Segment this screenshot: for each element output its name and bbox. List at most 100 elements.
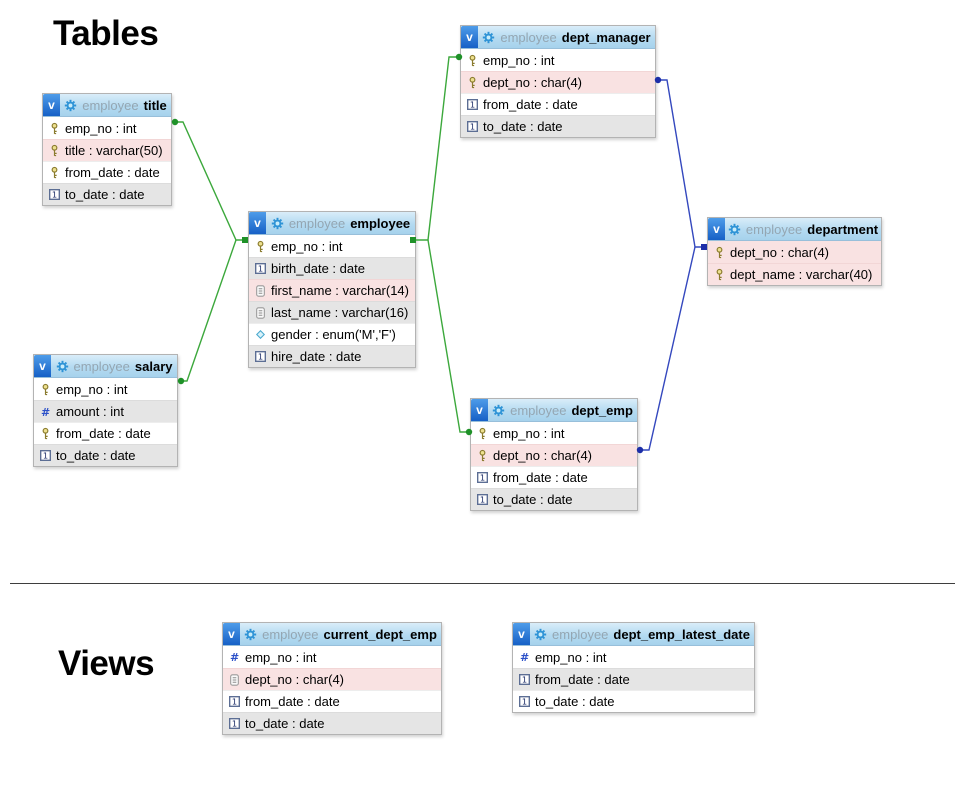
field-label: birth_date : date xyxy=(271,261,365,276)
table-card-dept-emp[interactable]: v employee dept_emp emp_no : int dept_no… xyxy=(470,398,638,511)
table-header[interactable]: v employee dept_emp xyxy=(471,399,637,422)
field-row[interactable]: to_date : date xyxy=(34,444,177,466)
field-row[interactable]: from_date : date xyxy=(471,466,637,488)
table-card-department[interactable]: v employee department dept_no : char(4) … xyxy=(707,217,882,286)
text-icon xyxy=(253,285,267,297)
field-row[interactable]: emp_no : int xyxy=(471,422,637,444)
field-row[interactable]: dept_name : varchar(40) xyxy=(708,263,881,285)
gear-icon xyxy=(271,217,284,230)
field-row[interactable]: from_date : date xyxy=(461,93,655,115)
schema-name: employee xyxy=(73,358,130,374)
field-row[interactable]: to_date : date xyxy=(43,183,171,205)
table-header[interactable]: v employee salary xyxy=(34,355,177,378)
primary-key-icon xyxy=(712,268,726,281)
field-row[interactable]: emp_no : int xyxy=(513,646,754,668)
table-header[interactable]: v employee dept_manager xyxy=(461,26,655,49)
relation-deptmanager-department xyxy=(656,79,706,248)
view-badge-icon: v xyxy=(223,623,240,645)
table-title-group: employee title xyxy=(60,94,171,116)
primary-key-icon xyxy=(47,166,61,179)
field-row[interactable]: from_date : date xyxy=(223,690,441,712)
field-row[interactable]: gender : enum('M','F') xyxy=(249,323,415,345)
field-row[interactable]: from_date : date xyxy=(34,422,177,444)
primary-key-icon xyxy=(38,383,52,396)
primary-key-icon xyxy=(465,54,479,67)
relation-deptemp-department xyxy=(638,246,696,451)
numeric-icon xyxy=(227,651,241,663)
field-row[interactable]: emp_no : int xyxy=(249,235,415,257)
table-header[interactable]: v employee current_dept_emp xyxy=(223,623,441,646)
view-badge-icon: v xyxy=(471,399,488,421)
field-label: to_date : date xyxy=(483,119,563,134)
field-row[interactable]: hire_date : date xyxy=(249,345,415,367)
view-card-current-dept-emp[interactable]: v employee current_dept_emp emp_no : int… xyxy=(222,622,442,735)
views-section-title: Views xyxy=(58,644,155,683)
view-card-dept-emp-latest-date[interactable]: v employee dept_emp_latest_date emp_no :… xyxy=(512,622,755,713)
schema-name: employee xyxy=(500,29,557,45)
field-row[interactable]: last_name : varchar(16) xyxy=(249,301,415,323)
field-label: from_date : date xyxy=(493,470,588,485)
numeric-icon xyxy=(517,651,531,663)
relation-endpoint-dot xyxy=(177,377,185,385)
field-label: to_date : date xyxy=(56,448,136,463)
field-row[interactable]: to_date : date xyxy=(223,712,441,734)
field-row[interactable]: to_date : date xyxy=(471,488,637,510)
relation-endpoint-dot xyxy=(171,118,179,126)
enum-icon xyxy=(253,330,267,339)
field-row[interactable]: from_date : date xyxy=(513,668,754,690)
field-row[interactable]: dept_no : char(4) xyxy=(471,444,637,466)
date-icon xyxy=(227,696,241,707)
table-header[interactable]: v employee dept_emp_latest_date xyxy=(513,623,754,646)
field-row[interactable]: emp_no : int xyxy=(34,378,177,400)
field-row[interactable]: emp_no : int xyxy=(223,646,441,668)
field-label: to_date : date xyxy=(245,716,325,731)
date-icon xyxy=(475,494,489,505)
field-label: emp_no : int xyxy=(56,381,128,397)
view-badge-icon: v xyxy=(513,623,530,645)
view-badge-icon: v xyxy=(708,218,725,240)
view-badge-icon: v xyxy=(34,355,51,377)
field-row[interactable]: title : varchar(50) xyxy=(43,139,171,161)
date-icon xyxy=(253,263,267,274)
schema-name: employee xyxy=(552,626,609,642)
field-row[interactable]: from_date : date xyxy=(43,161,171,183)
date-icon xyxy=(47,189,61,200)
field-row[interactable]: to_date : date xyxy=(461,115,655,137)
relation-employee-deptemp xyxy=(427,239,471,433)
field-row[interactable]: birth_date : date xyxy=(249,257,415,279)
primary-key-icon xyxy=(47,144,61,157)
section-divider xyxy=(10,583,955,584)
table-card-salary[interactable]: v employee salary emp_no : int amount : … xyxy=(33,354,178,467)
primary-key-icon xyxy=(475,449,489,462)
field-label: from_date : date xyxy=(65,165,160,180)
view-badge-icon: v xyxy=(249,212,266,234)
text-icon xyxy=(227,674,241,686)
date-icon xyxy=(227,718,241,729)
schema-name: employee xyxy=(82,97,139,113)
relation-title-employee xyxy=(172,121,247,241)
table-name: current_dept_emp xyxy=(323,626,437,642)
table-header[interactable]: v employee title xyxy=(43,94,171,117)
field-row[interactable]: first_name : varchar(14) xyxy=(249,279,415,301)
table-name: dept_manager xyxy=(561,29,651,45)
field-label: emp_no : int xyxy=(535,649,607,665)
table-header[interactable]: v employee employee xyxy=(249,212,415,235)
table-card-employee[interactable]: v employee employee emp_no : int birth_d… xyxy=(248,211,416,368)
field-row[interactable]: emp_no : int xyxy=(43,117,171,139)
field-row[interactable]: dept_no : char(4) xyxy=(223,668,441,690)
date-icon xyxy=(475,472,489,483)
field-label: dept_no : char(4) xyxy=(245,672,345,687)
field-row[interactable]: emp_no : int xyxy=(461,49,655,71)
field-label: hire_date : date xyxy=(271,349,362,364)
field-row[interactable]: dept_no : char(4) xyxy=(461,71,655,93)
field-label: to_date : date xyxy=(493,492,573,507)
field-row[interactable]: to_date : date xyxy=(513,690,754,712)
table-header[interactable]: v employee department xyxy=(708,218,881,241)
field-label: emp_no : int xyxy=(493,425,565,441)
table-card-title[interactable]: v employee title emp_no : int title : va… xyxy=(42,93,172,206)
table-title-group: employee employee xyxy=(266,212,415,234)
field-row[interactable]: amount : int xyxy=(34,400,177,422)
table-card-dept-manager[interactable]: v employee dept_manager emp_no : int dep… xyxy=(460,25,656,138)
field-row[interactable]: dept_no : char(4) xyxy=(708,241,881,263)
